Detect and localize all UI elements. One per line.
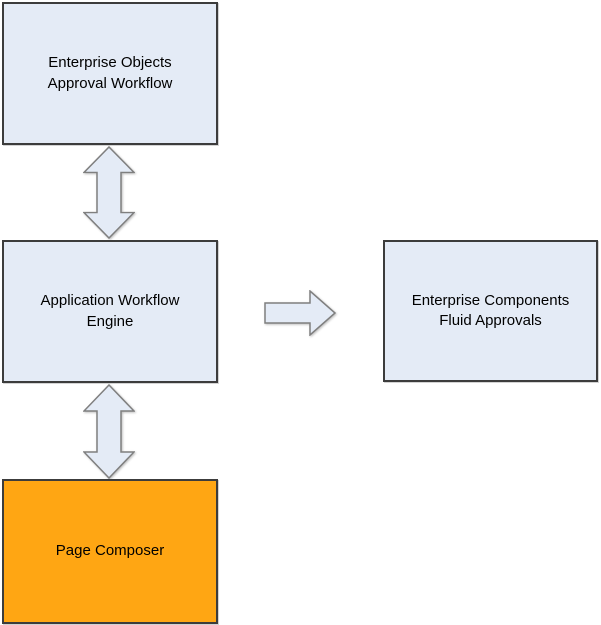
node-label-line: Engine: [86, 312, 134, 330]
node-application-workflow-engine: Application Workflow Engine: [2, 240, 218, 383]
node-label-line: Approval Workflow: [47, 74, 173, 92]
node-label: Enterprise Components Fluid Approvals: [412, 291, 570, 332]
node-label-line: Enterprise Components: [411, 291, 570, 309]
node-label-line: Fluid Approvals: [439, 312, 542, 329]
node-enterprise-objects-approval-workflow: Enterprise Objects Approval Workflow: [2, 2, 218, 145]
node-label: Page Composer: [56, 541, 164, 561]
node-enterprise-components-fluid-approvals: Enterprise Components Fluid Approvals: [383, 240, 598, 382]
double-arrow-icon: [83, 146, 135, 239]
node-page-composer: Page Composer: [2, 479, 218, 624]
double-arrow-icon: [83, 384, 135, 479]
node-label: Application Workflow Engine: [41, 291, 180, 332]
node-label-line: Enterprise Objects: [48, 54, 172, 72]
right-arrow-icon: [264, 290, 336, 336]
node-label-line: Page Composer: [55, 542, 165, 560]
node-label-line: Application Workflow: [40, 292, 180, 310]
node-label: Enterprise Objects Approval Workflow: [48, 53, 173, 94]
